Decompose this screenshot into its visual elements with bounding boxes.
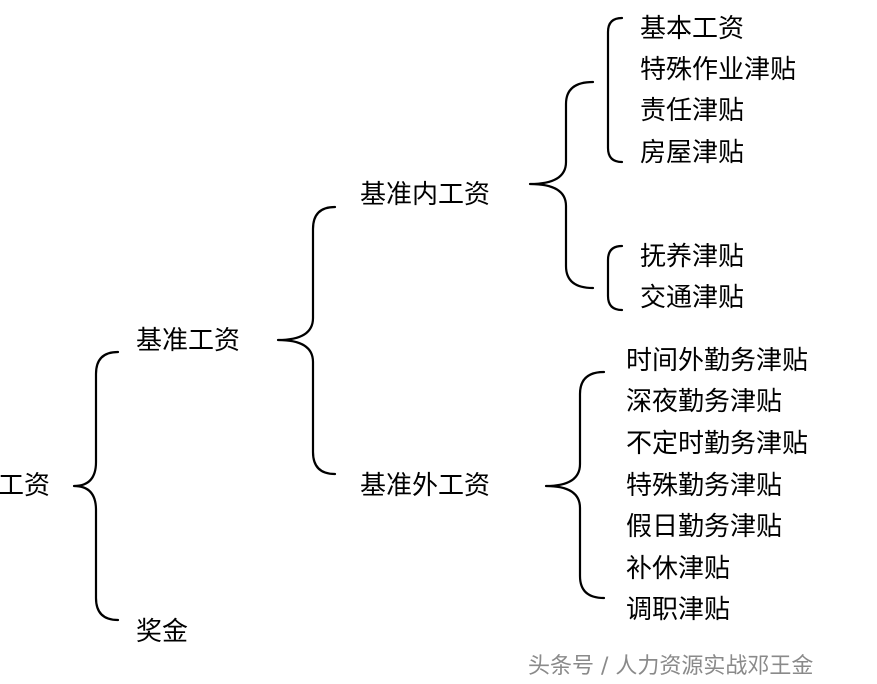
outer-brace bbox=[544, 370, 606, 600]
outer-item: 特殊勤务津贴 bbox=[626, 471, 783, 501]
inner-item: 交通津贴 bbox=[640, 283, 745, 313]
outer-item: 补休津贴 bbox=[626, 554, 731, 584]
inner-group-b-brace bbox=[606, 244, 624, 312]
inner-item: 房屋津贴 bbox=[640, 138, 745, 168]
inner-group-a-brace bbox=[606, 16, 624, 164]
base-brace bbox=[276, 205, 337, 476]
outer-item: 假日勤务津贴 bbox=[626, 512, 783, 542]
root-brace bbox=[72, 350, 120, 622]
inner-item: 抚养津贴 bbox=[640, 242, 745, 272]
inner-brace bbox=[528, 80, 595, 290]
base-salary-label: 基准工资 bbox=[136, 326, 241, 356]
outer-salary-label: 基准外工资 bbox=[360, 471, 491, 501]
inner-item: 基本工资 bbox=[640, 14, 745, 44]
outer-item: 调职津贴 bbox=[626, 595, 731, 625]
bonus-label: 奖金 bbox=[136, 617, 189, 647]
inner-salary-label: 基准内工资 bbox=[360, 180, 491, 210]
inner-item: 特殊作业津贴 bbox=[640, 55, 797, 85]
outer-item: 时间外勤务津贴 bbox=[626, 346, 809, 376]
root-label: 工资 bbox=[0, 471, 51, 501]
inner-item: 责任津贴 bbox=[640, 96, 745, 126]
outer-item: 深夜勤务津贴 bbox=[626, 387, 783, 417]
outer-item: 不定时勤务津贴 bbox=[626, 429, 809, 459]
watermark-text: 头条号 / 人力资源实战邓王金 bbox=[528, 654, 814, 679]
